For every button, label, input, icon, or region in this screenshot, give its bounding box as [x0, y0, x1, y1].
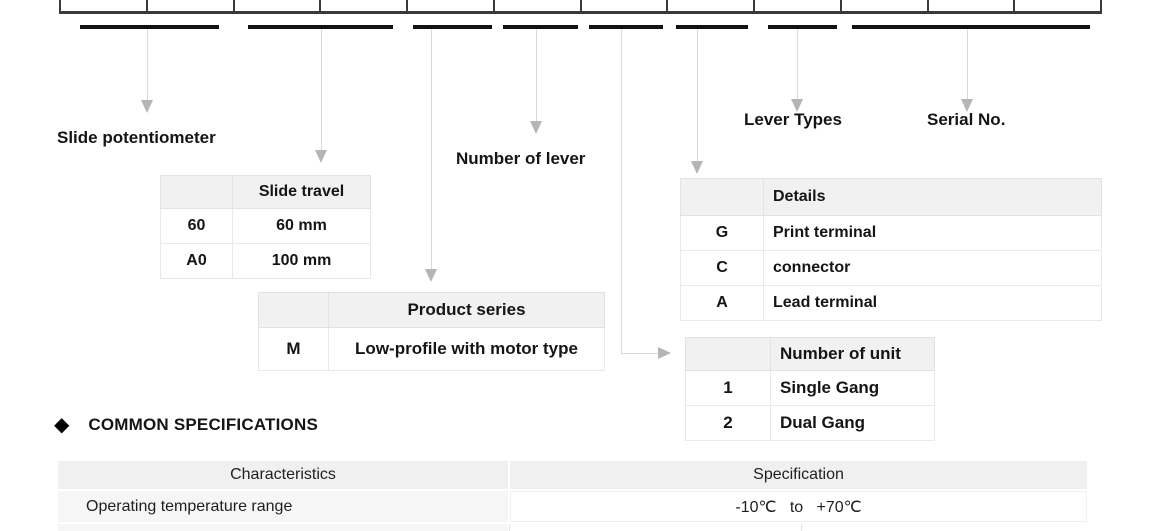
part-number-box [668, 0, 755, 11]
section-title: COMMON SPECIFICATIONS [88, 415, 318, 434]
spec-table-header-row: Characteristics Specification [58, 461, 1087, 489]
part-number-box [321, 0, 408, 11]
arrow-down-icon [141, 100, 153, 113]
partial-cell [58, 524, 508, 531]
column-header-specification: Specification [510, 461, 1087, 489]
connector-line [321, 29, 322, 151]
part-number-box [408, 0, 495, 11]
code-cell: M [258, 327, 329, 371]
code-cell: 60 [160, 208, 233, 244]
spec-table-row: Operating temperature range -10℃ to +70℃ [58, 491, 1087, 522]
segment-underline [676, 25, 748, 29]
value-cell: connector [763, 250, 1102, 286]
part-number-box [495, 0, 582, 11]
connector-line [797, 29, 798, 100]
part-number-box [148, 0, 235, 11]
part-number-box [1015, 0, 1100, 11]
code-cell: A0 [160, 243, 233, 279]
part-number-box [929, 0, 1016, 11]
table-row: C connector [680, 250, 1102, 286]
empty-header-cell [160, 175, 233, 209]
connector-line [697, 29, 698, 162]
slide-travel-table: Slide travel 60 60 mm A0 100 mm [160, 175, 371, 279]
value-cell: Dual Gang [770, 405, 935, 441]
part-number-box [61, 0, 148, 11]
number-of-unit-table: Number of unit 1 Single Gang 2 Dual Gang [685, 337, 935, 441]
common-specifications-table: Characteristics Specification Operating … [58, 461, 1087, 524]
connector-line [147, 29, 148, 101]
segment-underline [248, 25, 393, 29]
arrow-down-icon [961, 99, 973, 112]
label-lever-types: Lever Types [744, 110, 842, 129]
cell-divider [801, 524, 802, 531]
empty-header-cell [680, 178, 764, 216]
label-slide-potentiometer: Slide potentiometer [57, 128, 216, 147]
diamond-bullet-icon: ◆ [54, 414, 70, 436]
arrow-down-icon [530, 121, 542, 134]
part-number-box [755, 0, 842, 11]
table-row: A Lead terminal [680, 285, 1102, 321]
arrow-down-icon [315, 150, 327, 163]
arrow-down-icon [791, 99, 803, 112]
code-cell: A [680, 285, 764, 321]
arrow-right-icon [658, 347, 671, 359]
label-number-of-lever: Number of lever [456, 149, 586, 168]
value-cell: Low-profile with motor type [328, 327, 605, 371]
part-number-box [842, 0, 929, 11]
connector-line [431, 29, 432, 270]
value-cell: 100 mm [232, 243, 371, 279]
characteristic-cell: Operating temperature range [58, 491, 508, 522]
arrow-down-icon [425, 269, 437, 282]
lever-types-details-table: Details G Print terminal C connector A L… [680, 178, 1102, 321]
column-header: Details [763, 178, 1102, 216]
label-serial-no: Serial No. [927, 110, 1006, 129]
connector-line [536, 29, 537, 122]
value-cell: 60 mm [232, 208, 371, 244]
column-header: Product series [328, 292, 605, 328]
table-row: 1 Single Gang [685, 370, 935, 406]
product-series-table: Product series M Low-profile with motor … [258, 292, 605, 371]
part-number-box [235, 0, 322, 11]
table-row: G Print terminal [680, 215, 1102, 251]
code-cell: G [680, 215, 764, 251]
table-row: A0 100 mm [160, 243, 371, 279]
value-cell: Lead terminal [763, 285, 1102, 321]
part-number-box [582, 0, 669, 11]
segment-underline [852, 25, 1090, 29]
value-cell: Print terminal [763, 215, 1102, 251]
connector-line [967, 29, 968, 100]
connector-line [621, 353, 659, 354]
segment-underline [768, 25, 837, 29]
segment-underline [589, 25, 663, 29]
part-number-boxes [59, 0, 1102, 14]
specification-cell: -10℃ to +70℃ [510, 491, 1087, 522]
cell-divider [509, 524, 510, 531]
common-specifications-heading: ◆ COMMON SPECIFICATIONS [54, 414, 318, 436]
empty-header-cell [685, 337, 771, 371]
column-header-characteristics: Characteristics [58, 461, 508, 489]
spec-table-next-row-partial [58, 524, 1087, 531]
value-cell: Single Gang [770, 370, 935, 406]
code-cell: 2 [685, 405, 771, 441]
table-row: M Low-profile with motor type [258, 327, 605, 371]
table-row: 2 Dual Gang [685, 405, 935, 441]
arrow-down-icon [691, 161, 703, 174]
code-cell: C [680, 250, 764, 286]
column-header: Number of unit [770, 337, 935, 371]
code-cell: 1 [685, 370, 771, 406]
table-row: 60 60 mm [160, 208, 371, 244]
segment-underline [413, 25, 492, 29]
segment-underline [503, 25, 578, 29]
empty-header-cell [258, 292, 329, 328]
segment-underline [80, 25, 219, 29]
column-header: Slide travel [232, 175, 371, 209]
connector-line [621, 29, 622, 354]
